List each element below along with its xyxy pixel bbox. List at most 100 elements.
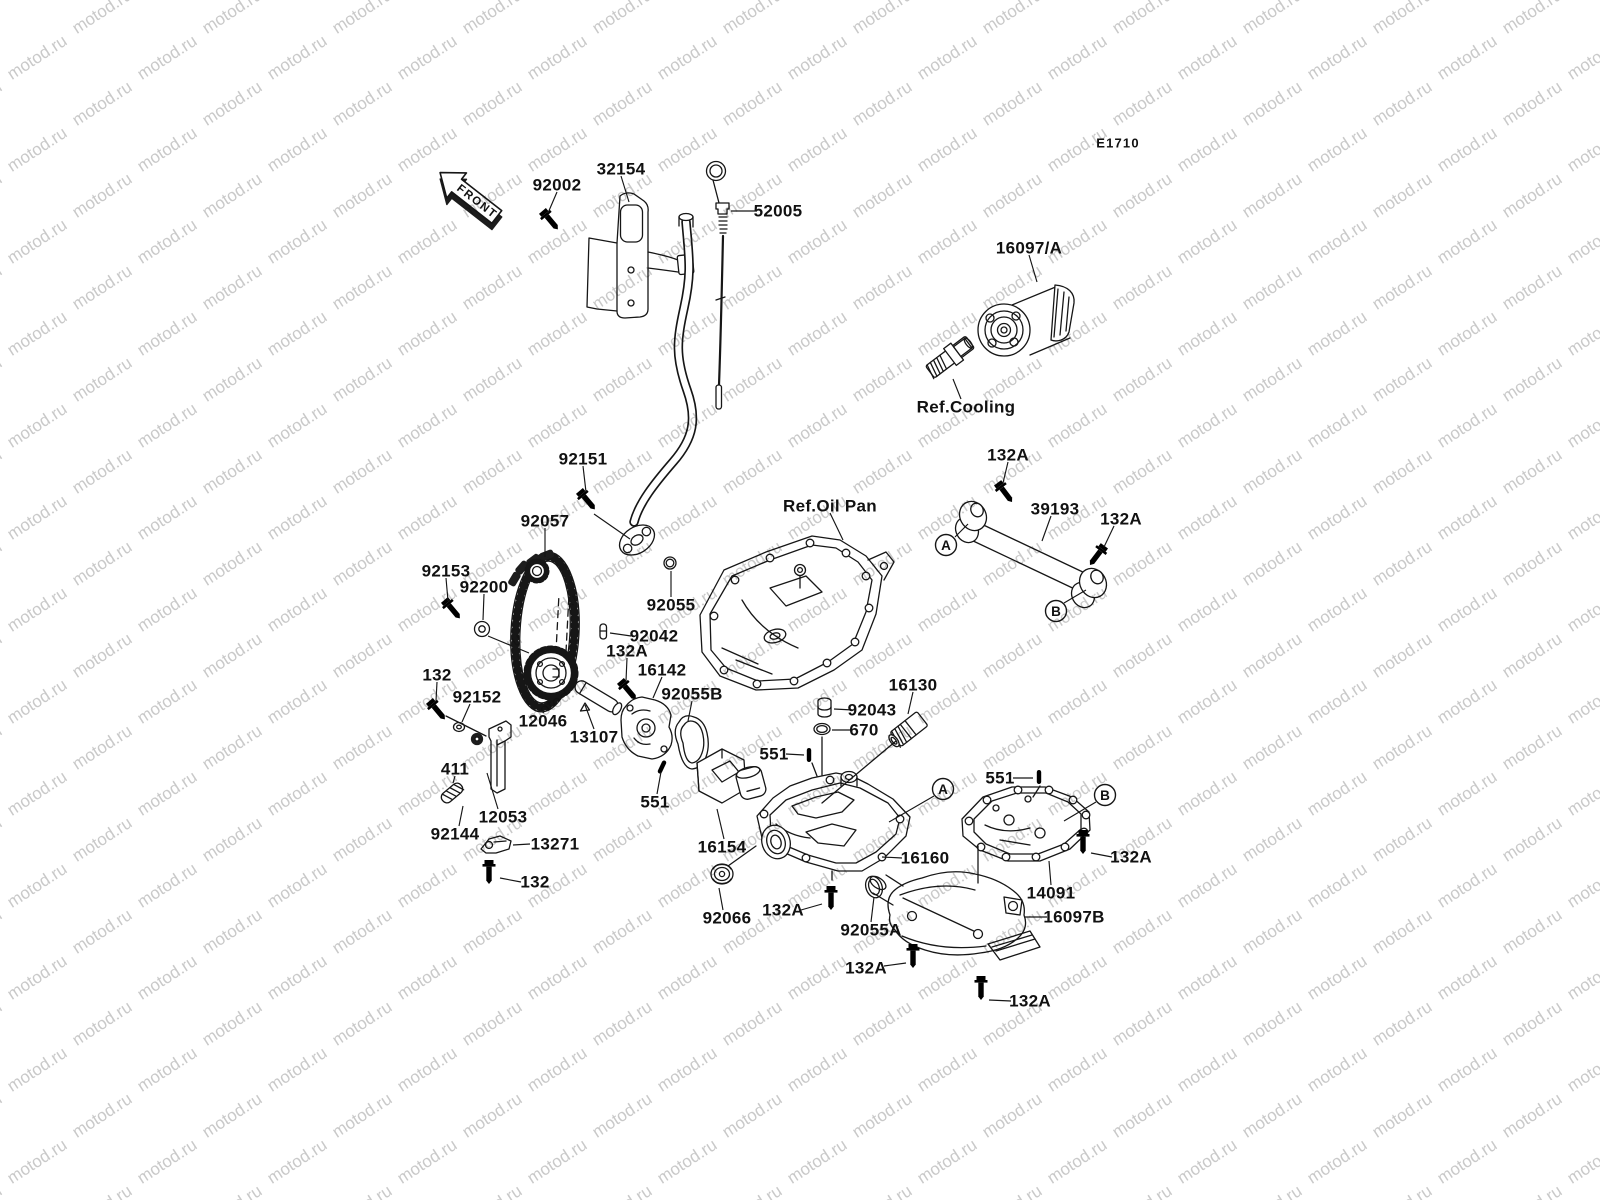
callout-circle [931,777,955,801]
watermark-text: motod.ru [1109,445,1176,497]
diagram-line-art: FRONT [424,160,1110,1000]
watermark-text: motod.ru [459,997,526,1049]
part-number-label: 14091 [1027,884,1076,903]
part-number-label: 411 [441,760,469,779]
leader-line [785,753,805,756]
part-number-label: 92055A [840,921,901,940]
watermark-text: motod.ru [69,721,136,773]
watermark-text: motod.ru [394,123,461,175]
watermark-text: motod.ru [69,353,136,405]
guide-12053 [488,720,512,794]
watermark-text: motod.ru [849,1089,916,1141]
watermark-text: motod.ru [134,123,201,175]
watermark-text: motod.ru [1564,123,1600,175]
watermark-text: motod.ru [134,1043,201,1095]
watermark-text: motod.ru [1304,1135,1371,1187]
watermark-text: motod.ru [69,77,136,129]
watermark-text: motod.ru [134,1135,201,1187]
watermark-text: motod.ru [719,1181,786,1200]
watermark-text: motod.ru [4,1043,71,1095]
watermark-text: motod.ru [1369,1089,1436,1141]
watermark-text: motod.ru [1434,215,1501,267]
watermark-text: motod.ru [784,31,851,83]
sprocket-12046 [523,645,579,701]
watermark-text: motod.ru [69,997,136,1049]
cover-16097b [869,871,1041,1000]
watermark-text: motod.ru [979,169,1046,221]
watermark-text: motod.ru [1499,0,1566,38]
watermark-text: motod.ru [1239,813,1306,865]
watermark-text: motod.ru [329,77,396,129]
watermark-text: motod.ru [329,261,396,313]
leader-line [435,681,438,702]
leader-line [499,877,522,883]
watermark-text: motod.ru [979,77,1046,129]
watermark-text: motod.ru [1174,307,1241,359]
watermark-text: motod.ru [784,583,851,635]
watermark-text: motod.ru [589,261,656,313]
gasket-92055b [674,715,709,770]
watermark-text: motod.ru [1434,491,1501,543]
part-number-label: 92055 [647,596,696,615]
watermark-text: motod.ru [1369,169,1436,221]
watermark-text: motod.ru [589,813,656,865]
watermark-text: motod.ru [849,629,916,681]
watermark-text: motod.ru [199,997,266,1049]
watermark-text: motod.ru [329,721,396,773]
leader-line [1048,860,1052,886]
plug-92066 [710,863,734,885]
watermark-text: motod.ru [1499,261,1566,313]
callout-letter: A [941,538,951,553]
watermark-text: motod.ru [1239,0,1306,38]
bushing-92043 [817,697,832,718]
watermark-text: motod.ru [719,0,786,38]
part-number-label: 92200 [460,578,509,597]
part-number-label: 132A [845,959,887,978]
watermark-text: motod.ru [264,123,331,175]
watermark-text: motod.ru [1239,721,1306,773]
watermark-text: motod.ru [4,399,71,451]
watermark-text: motod.ru [4,1135,71,1187]
bolt-132a-bottom [974,976,988,1000]
watermark-text: motod.ru [69,445,136,497]
watermark-text: motod.ru [134,675,201,727]
watermark-text: motod.ru [719,537,786,589]
watermark-text: motod.ru [784,307,851,359]
pin-551-right [1036,770,1042,784]
watermark-text: motod.ru [264,583,331,635]
watermark-text: motod.ru [784,1135,851,1187]
watermark-text: motod.ru [1434,951,1501,1003]
watermark-text: motod.ru [394,1135,461,1187]
watermark-text: motod.ru [459,445,526,497]
watermark-text: motod.ru [0,0,5,38]
watermark-text: motod.ru [784,1043,851,1095]
watermark-text: motod.ru [1109,353,1176,405]
part-number-label: 132A [762,901,804,920]
leader-line [988,999,1012,1002]
part-number-label: 13271 [531,835,580,854]
leader-lines [435,175,1115,1002]
watermark-text: motod.ru [979,721,1046,773]
watermark-text: motod.ru [69,261,136,313]
watermark-text: motod.ru [589,1181,656,1200]
bolt-132 [482,860,496,884]
watermark-text: motod.ru [849,0,916,38]
part-number-label: 92042 [630,627,679,646]
watermark-text: motod.ru [589,77,656,129]
callout-circle [1044,599,1068,623]
part-number-label: 92151 [559,450,608,469]
watermark-text: motod.ru [1499,997,1566,1049]
watermark-text: motod.ru [1239,169,1306,221]
watermark-text: motod.ru [1564,215,1600,267]
watermark-text: motod.ru [914,583,981,635]
watermark-text: motod.ru [1564,31,1600,83]
cam-chain-92057 [508,549,580,713]
watermark-text: motod.ru [1174,123,1241,175]
watermark-text: motod.ru [979,905,1046,957]
watermark-text: motod.ru [199,813,266,865]
dipstick-52005 [705,160,730,410]
watermark-text: motod.ru [69,1181,136,1200]
watermark-text: motod.ru [654,31,721,83]
watermark-text: motod.ru [199,261,266,313]
